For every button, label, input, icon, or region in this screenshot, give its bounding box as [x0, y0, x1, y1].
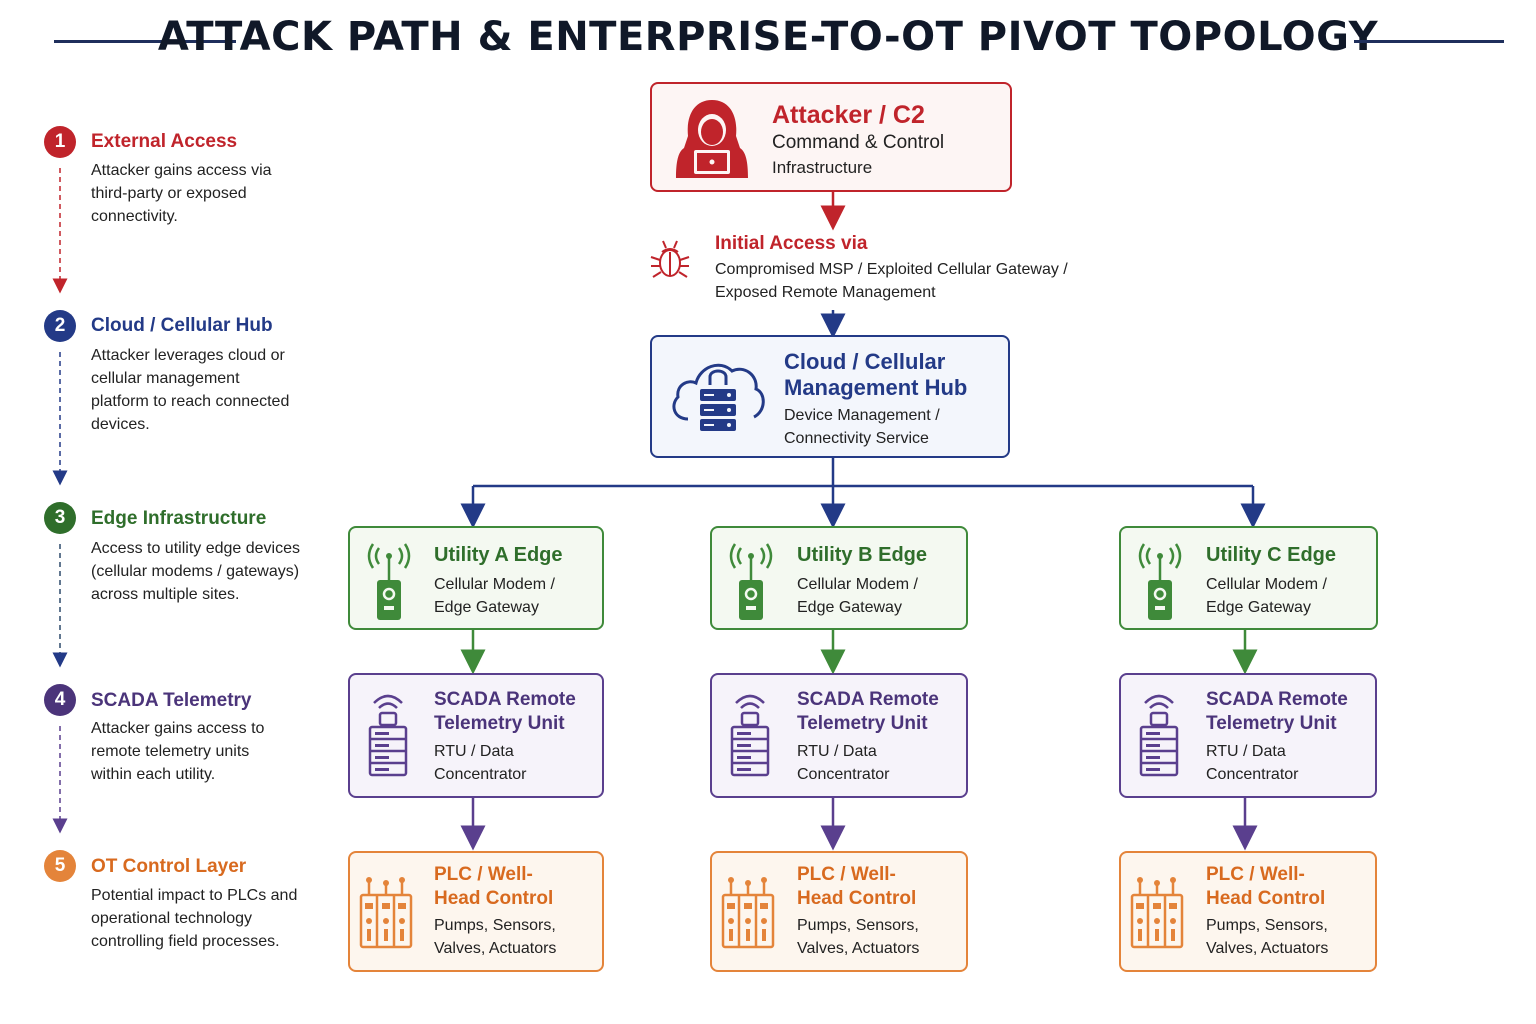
step-2-number: 2	[44, 310, 76, 342]
hub-title-2: Management Hub	[784, 375, 968, 400]
utility-a-rtu-title-2: Telemetry Unit	[434, 713, 565, 734]
step-5-desc: Potential impact to PLCs and operational…	[91, 887, 298, 950]
attacker-title: Attacker / C2	[772, 101, 925, 129]
step-1-number: 1	[44, 126, 76, 158]
utility-b-edge-line1: Cellular Modem /	[797, 576, 918, 593]
utility-c-rtu-line2: Concentrator	[1206, 766, 1299, 783]
utility-c-rtu-line1: RTU / Data	[1206, 743, 1286, 760]
utility-b-plc-line1: Pumps, Sensors,	[797, 917, 919, 934]
utility-b-plc-title-2: Head Control	[797, 888, 917, 909]
step-2-title: Cloud / Cellular Hub	[91, 315, 273, 336]
hub-line1: Device Management /	[784, 407, 940, 424]
utility-c-rtu-title-2: Telemetry Unit	[1206, 713, 1337, 734]
utility-b-plc-box: PLC / Well- Head Control Pumps, Sensors,…	[710, 851, 968, 972]
step-1-title: External Access	[91, 131, 238, 152]
step-2-desc: Attacker leverages cloud or cellular man…	[91, 347, 290, 433]
utility-a-rtu-title-1: SCADA Remote	[434, 689, 576, 710]
cellular-modem-icon	[1138, 543, 1182, 620]
utility-c-rtu-title-1: SCADA Remote	[1206, 689, 1348, 710]
step-4-title: SCADA Telemetry	[91, 690, 252, 711]
step-4-number: 4	[44, 684, 76, 716]
utility-c-edge-box: Utility C Edge Cellular Modem / Edge Gat…	[1119, 526, 1378, 630]
page-title: ATTACK PATH & ENTERPRISE-TO-OT PIVOT TOP…	[157, 14, 1379, 60]
plc-controller-icon	[1130, 877, 1184, 949]
utility-c-plc-title-1: PLC / Well-	[1206, 864, 1305, 885]
utility-b-edge-title: Utility B Edge	[797, 544, 928, 566]
utility-b-rtu-title-2: Telemetry Unit	[797, 713, 928, 734]
rtu-server-icon	[1139, 694, 1179, 777]
hub-line2: Connectivity Service	[784, 430, 929, 447]
bug-icon	[650, 240, 690, 278]
attacker-line2: Infrastructure	[772, 158, 873, 177]
hooded-attacker-icon	[676, 100, 748, 178]
step-4-desc: Attacker gains access to remote telemetr…	[91, 720, 265, 783]
utility-a-edge-line1: Cellular Modem /	[434, 576, 555, 593]
hub-title-1: Cloud / Cellular	[784, 349, 946, 374]
cellular-modem-icon	[367, 543, 411, 620]
utility-b-rtu-line1: RTU / Data	[797, 743, 877, 760]
utility-a-plc-line1: Pumps, Sensors,	[434, 917, 556, 934]
utility-c-plc-title-2: Head Control	[1206, 888, 1326, 909]
title-rule-left	[54, 40, 236, 43]
utility-c-edge-title: Utility C Edge	[1206, 544, 1337, 566]
utility-b-rtu-title-1: SCADA Remote	[797, 689, 939, 710]
utility-a-rtu-box: SCADA Remote Telemetry Unit RTU / Data C…	[348, 673, 604, 798]
utility-a-rtu-line2: Concentrator	[434, 766, 527, 783]
attacker-box: Attacker / C2 Command & Control Infrastr…	[650, 82, 1012, 192]
title-rule-right	[1354, 40, 1504, 43]
attacker-line1: Command & Control	[772, 132, 945, 153]
utility-c-edge-line1: Cellular Modem /	[1206, 576, 1327, 593]
utility-a-plc-title-2: Head Control	[434, 888, 554, 909]
utility-a-edge-title: Utility A Edge	[434, 544, 563, 566]
initial-access-line1: Compromised MSP / Exploited Cellular Gat…	[715, 261, 1068, 278]
rtu-server-icon	[368, 694, 408, 777]
plc-controller-icon	[721, 877, 775, 949]
utility-b-edge-line2: Edge Gateway	[797, 599, 902, 616]
utility-b-rtu-line2: Concentrator	[797, 766, 890, 783]
rtu-server-icon	[730, 694, 770, 777]
utility-c-plc-line2: Valves, Actuators	[1206, 940, 1329, 957]
cloud-server-lock-icon	[672, 363, 765, 431]
utility-c-plc-line1: Pumps, Sensors,	[1206, 917, 1328, 934]
utility-c-plc-box: PLC / Well- Head Control Pumps, Sensors,…	[1119, 851, 1377, 972]
utility-a-plc-title-1: PLC / Well-	[434, 864, 533, 885]
utility-b-plc-title-1: PLC / Well-	[797, 864, 896, 885]
step-1-desc: Attacker gains access via third-party or…	[91, 162, 272, 225]
utility-a-edge-box: Utility A Edge Cellular Modem / Edge Gat…	[348, 526, 604, 630]
utility-b-rtu-box: SCADA Remote Telemetry Unit RTU / Data C…	[710, 673, 968, 798]
step-3-title: Edge Infrastructure	[91, 508, 267, 529]
utility-b-edge-box: Utility B Edge Cellular Modem / Edge Gat…	[710, 526, 968, 630]
step-5-number: 5	[44, 850, 76, 882]
initial-access-title: Initial Access via	[715, 233, 868, 254]
utility-b-plc-line2: Valves, Actuators	[797, 940, 920, 957]
step-3-number: 3	[44, 502, 76, 534]
step-3-desc: Access to utility edge devices (cellular…	[91, 540, 300, 603]
initial-access-line2: Exposed Remote Management	[715, 284, 936, 301]
plc-controller-icon	[359, 877, 413, 949]
utility-a-rtu-line1: RTU / Data	[434, 743, 514, 760]
utility-c-edge-line2: Edge Gateway	[1206, 599, 1311, 616]
utility-c-rtu-box: SCADA Remote Telemetry Unit RTU / Data C…	[1119, 673, 1377, 798]
utility-a-plc-box: PLC / Well- Head Control Pumps, Sensors,…	[348, 851, 604, 972]
cloud-hub-box: Cloud / Cellular Management Hub Device M…	[650, 335, 1010, 458]
utility-a-plc-line2: Valves, Actuators	[434, 940, 557, 957]
utility-a-edge-line2: Edge Gateway	[434, 599, 539, 616]
step-5-title: OT Control Layer	[91, 856, 247, 877]
cellular-modem-icon	[729, 543, 773, 620]
